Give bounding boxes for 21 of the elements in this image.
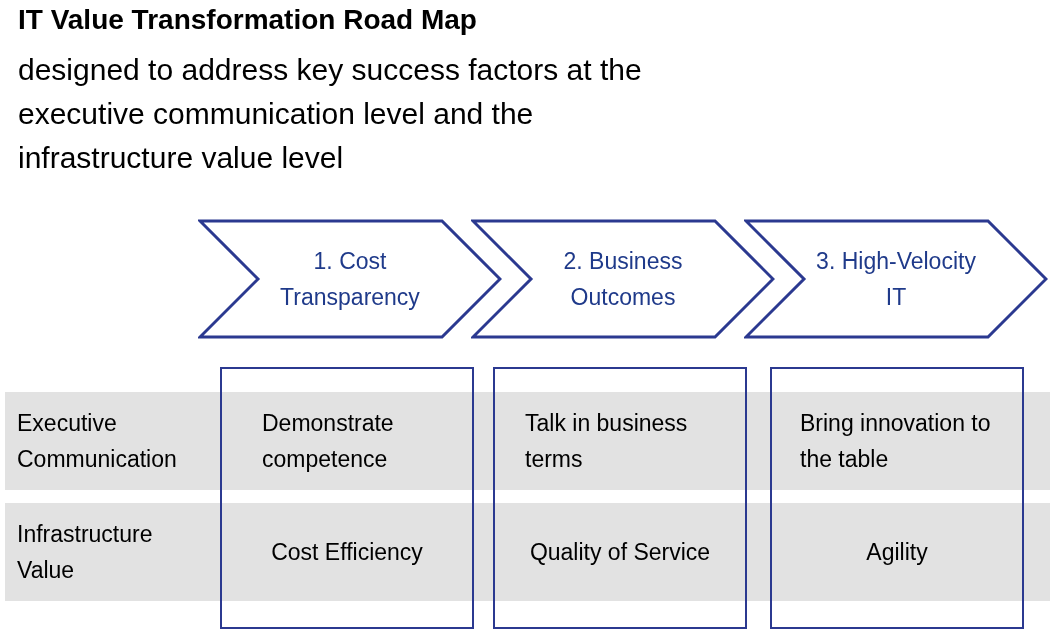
cell-text: Agility xyxy=(865,538,929,567)
row-header: Executive Communication xyxy=(17,409,178,474)
column-frame xyxy=(220,367,474,629)
chevron-step xyxy=(471,219,775,339)
subtitle: designed to address key success factors at the executive communication level and the infrastructure value level xyxy=(18,52,643,176)
row-band xyxy=(5,503,1050,601)
title: IT Value Transformation Road Map xyxy=(18,4,477,36)
step-label: 3. High-Velocity IT xyxy=(815,247,977,312)
column-frame xyxy=(770,367,1024,629)
cell-text: Bring innovation to the table xyxy=(800,409,992,474)
step-label: 2. Business Outcomes xyxy=(562,247,684,312)
chevron-step xyxy=(198,219,502,339)
chevron-step xyxy=(744,219,1048,339)
cell-text: Demonstrate competence xyxy=(262,409,395,474)
cell-text: Cost Efficiency xyxy=(270,538,424,567)
row-band xyxy=(5,392,1050,490)
column-frame xyxy=(493,367,747,629)
cell-text: Talk in business terms xyxy=(525,409,689,474)
row-header: Infrastructure Value xyxy=(17,520,154,585)
step-label: 1. Cost Transparency xyxy=(279,247,421,312)
cell-text: Quality of Service xyxy=(528,538,712,567)
